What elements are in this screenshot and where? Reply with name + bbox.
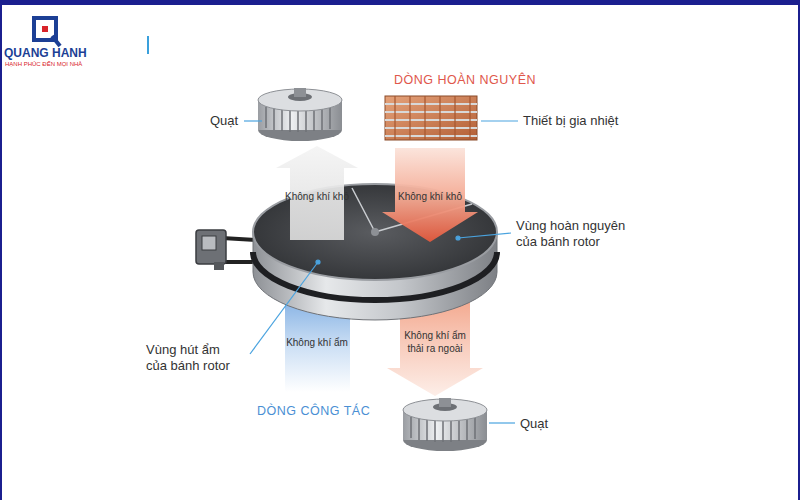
logo-tagline: HẠNH PHÚC ĐẾN MỌI NHÀ <box>5 61 82 69</box>
air-label: Không khí ẩm thải ra ngoài <box>397 330 473 355</box>
logo-icon <box>34 18 60 46</box>
fan-symbol <box>258 88 342 141</box>
zone-label: Vùng hoàn nguyên của bánh rotor <box>516 218 638 251</box>
fan-symbol <box>403 398 487 451</box>
air-label: Không khí khô <box>395 191 465 204</box>
divider-tick <box>147 36 149 54</box>
right-border <box>798 0 800 500</box>
flow-title: DÒNG HOÀN NGUYÊN <box>394 73 536 89</box>
top-bar <box>0 0 800 5</box>
part-name: Thiết bị gia nhiệt <box>523 113 618 129</box>
air-label: Không khí khô <box>282 191 352 204</box>
logo-text: QUANG HANH <box>4 46 87 61</box>
part-name: Quạt <box>520 416 548 432</box>
dry-air-arrow <box>276 146 358 240</box>
air-label: Không khí ẩm <box>282 337 352 350</box>
flow-title: DÒNG CÔNG TÁC <box>257 404 370 420</box>
zone-label: Vùng hút ẩm của bánh rotor <box>146 342 238 375</box>
motor <box>196 230 258 270</box>
leader-lines <box>244 121 518 423</box>
regeneration-air-arrow <box>382 148 478 242</box>
part-name: Quạt <box>210 113 238 129</box>
heater-coil <box>385 96 477 140</box>
left-border <box>0 0 2 500</box>
